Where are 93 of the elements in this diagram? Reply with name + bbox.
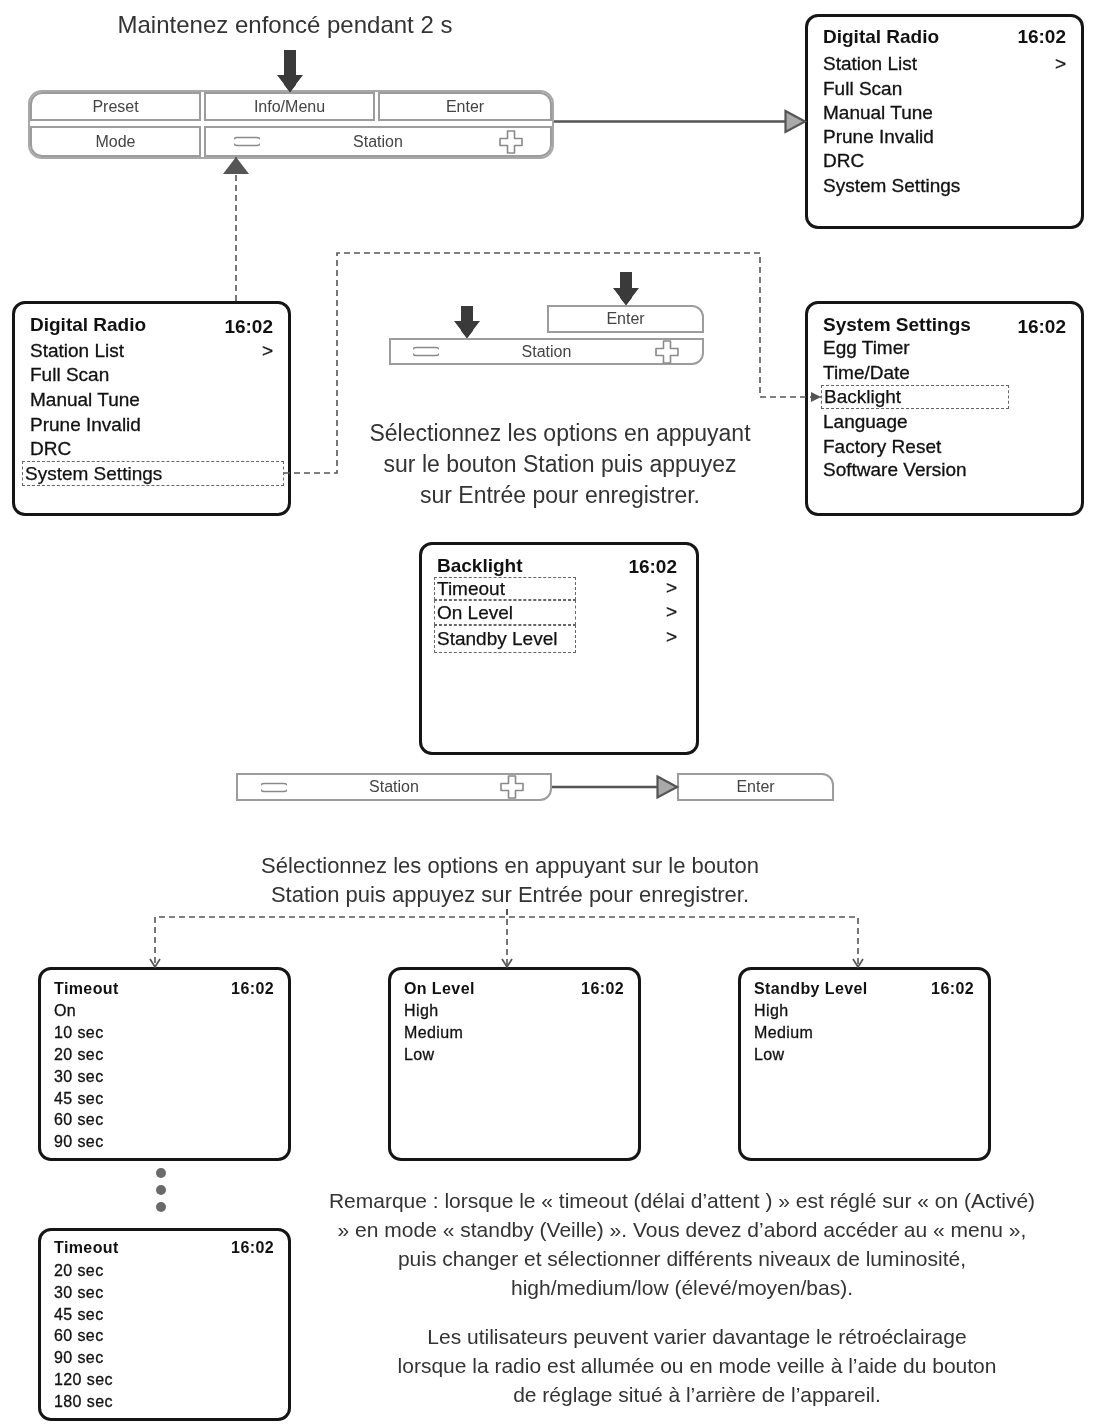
menu-item: On bbox=[54, 1001, 77, 1021]
menu-item: 30 sec bbox=[54, 1283, 104, 1303]
clock-time: 16:02 bbox=[581, 979, 624, 999]
display-screen bbox=[805, 14, 1084, 229]
menu-item: 20 sec bbox=[54, 1261, 104, 1281]
clock-time: 16:02 bbox=[231, 1238, 274, 1258]
note-text: Les utilisateurs peuvent varier davantage le rétroéclairage lorsque la radio est allumée ou en mode veille à l’aide du bouton de réglage situé à l’arrière de l’appareil. bbox=[397, 1324, 997, 1408]
press-arrow bbox=[277, 50, 303, 92]
button: Station bbox=[389, 338, 704, 365]
menu-item: DRC bbox=[823, 149, 865, 173]
menu-item: 60 sec bbox=[54, 1326, 104, 1346]
menu-item: Station List bbox=[30, 339, 124, 363]
button: Mode bbox=[30, 126, 201, 157]
dashed-arrow bbox=[223, 156, 249, 302]
menu-item: Language bbox=[823, 410, 908, 434]
menu-item: Software Version bbox=[823, 458, 967, 482]
screen-title: On Level bbox=[404, 979, 475, 999]
menu-item: 180 sec bbox=[54, 1392, 113, 1412]
menu-item: Time/Date bbox=[823, 361, 910, 385]
clock-time: 16:02 bbox=[1017, 25, 1066, 49]
menu-item: Low bbox=[404, 1045, 435, 1065]
menu-item: Egg Timer bbox=[823, 336, 910, 360]
menu-item: 45 sec bbox=[54, 1305, 104, 1325]
dashed-arrow bbox=[283, 252, 822, 474]
screen-title: Digital Radio bbox=[823, 25, 940, 49]
menu-item: 90 sec bbox=[54, 1132, 104, 1152]
submenu-indicator: > bbox=[1054, 52, 1066, 76]
dashed-arrow bbox=[506, 908, 864, 968]
button: Enter bbox=[378, 92, 552, 121]
arrow bbox=[552, 775, 679, 799]
menu-item: Station List bbox=[823, 52, 917, 76]
submenu-indicator: > bbox=[665, 625, 677, 649]
button-panel bbox=[28, 90, 554, 159]
menu-item: Manual Tune bbox=[823, 101, 933, 125]
menu-item: 10 sec bbox=[54, 1023, 104, 1043]
instruction-text: Sélectionnez les options en appuyant sur le bouton Station puis appuyez sur Entrée pour enregistrer. bbox=[368, 419, 752, 510]
menu-item: 90 sec bbox=[54, 1348, 104, 1368]
screen-title: Standby Level bbox=[754, 979, 868, 999]
menu-item: Full Scan bbox=[823, 77, 903, 101]
button: Enter bbox=[547, 305, 704, 333]
button: Station bbox=[204, 126, 552, 157]
menu-item: Prune Invalid bbox=[30, 413, 141, 437]
display-screen bbox=[738, 967, 991, 1161]
clock-time: 16:02 bbox=[231, 979, 274, 999]
screen-title: Timeout bbox=[54, 1238, 119, 1258]
clock-time: 16:02 bbox=[628, 555, 677, 579]
display-screen bbox=[12, 301, 291, 516]
instruction-text: Maintenez enfoncé pendant 2 s bbox=[116, 10, 454, 40]
screen-title: Digital Radio bbox=[30, 313, 147, 337]
button: Preset bbox=[30, 92, 201, 121]
selection-box: Backlight bbox=[821, 385, 1009, 409]
menu-item: High bbox=[754, 1001, 789, 1021]
selection-box: Standby Level bbox=[434, 625, 576, 653]
arrow bbox=[554, 109, 807, 134]
menu-item: Low bbox=[754, 1045, 785, 1065]
selection-box: Timeout bbox=[434, 577, 576, 600]
menu-item: Medium bbox=[404, 1023, 464, 1043]
display-screen bbox=[388, 967, 641, 1161]
instruction-text: Sélectionnez les options en appuyant sur le bouton Station puis appuyez sur Entrée pour enregistrer. bbox=[255, 851, 765, 909]
screen-title: Backlight bbox=[437, 554, 523, 578]
clock-time: 16:02 bbox=[1017, 315, 1066, 339]
display-screen bbox=[805, 301, 1084, 516]
menu-item: Manual Tune bbox=[30, 388, 140, 412]
button: Enter bbox=[677, 773, 834, 801]
menu-item: DRC bbox=[30, 437, 72, 461]
clock-time: 16:02 bbox=[224, 315, 273, 339]
menu-item: 20 sec bbox=[54, 1045, 104, 1065]
menu-item: Factory Reset bbox=[823, 435, 942, 459]
menu-item: Full Scan bbox=[30, 363, 110, 387]
submenu-indicator: > bbox=[665, 576, 677, 600]
selection-box: System Settings bbox=[22, 461, 284, 486]
menu-item: Prune Invalid bbox=[823, 125, 934, 149]
display-screen bbox=[38, 967, 291, 1161]
button: Station bbox=[236, 773, 552, 801]
menu-item: Medium bbox=[754, 1023, 814, 1043]
submenu-indicator: > bbox=[261, 339, 273, 363]
press-arrow bbox=[454, 306, 480, 338]
menu-item: 60 sec bbox=[54, 1110, 104, 1130]
submenu-indicator: > bbox=[665, 600, 677, 624]
menu-item: 120 sec bbox=[54, 1370, 113, 1390]
display-screen bbox=[419, 542, 699, 755]
menu-item: 30 sec bbox=[54, 1067, 104, 1087]
button: Info/Menu bbox=[204, 92, 375, 121]
press-arrow bbox=[613, 272, 639, 305]
clock-time: 16:02 bbox=[931, 979, 974, 999]
display-screen bbox=[38, 1228, 291, 1421]
note-text: Remarque : lorsque le « timeout (délai d’attent ) » est réglé sur « on (Activé) » en mode « standby (Veille) ». Vous devez d’abord accéder au « menu », puis changer et sélectionner différents niveaux de luminosité, high/medium/low (élevé/moyen/bas). bbox=[327, 1188, 1037, 1301]
screen-title: Timeout bbox=[54, 979, 119, 999]
selection-box: On Level bbox=[434, 600, 576, 625]
menu-item: 45 sec bbox=[54, 1089, 104, 1109]
screen-title: System Settings bbox=[823, 313, 971, 337]
menu-item: System Settings bbox=[823, 174, 961, 198]
menu-item: High bbox=[404, 1001, 439, 1021]
